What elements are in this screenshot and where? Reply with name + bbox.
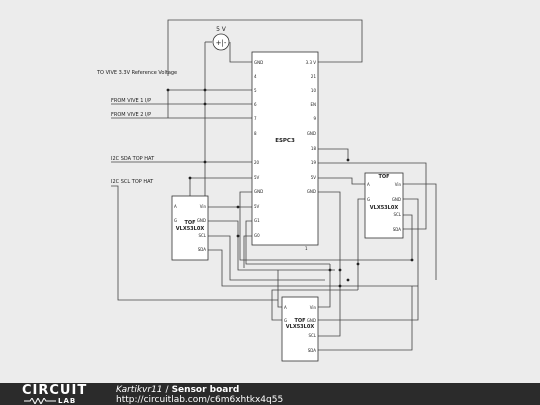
tof-sensor-2[interactable]: TOF VLX53L0X A G Vin GND SCL SDA bbox=[364, 172, 404, 239]
tof1-pin-sda: SDA bbox=[198, 247, 207, 252]
circuit-title-line: Kartikvr11/Sensor board bbox=[116, 385, 239, 395]
circuitlab-logo-sub: LAB bbox=[58, 397, 77, 405]
tof3-pin-gnd: GND bbox=[307, 318, 316, 323]
esp32-pin-right: 19 bbox=[311, 160, 317, 165]
esp32-pin-right: GND bbox=[307, 189, 316, 194]
tof2-pin-gnd: GND bbox=[392, 197, 401, 202]
esp32-right-pins: 3.3 V 21 10 EN 9 GND 18 19 5V GND bbox=[306, 60, 317, 194]
tof2-pin-vin: Vin bbox=[395, 182, 402, 187]
esp32-bottom-mark: 1 bbox=[305, 246, 308, 251]
esp32-pin-left: G1 bbox=[254, 218, 260, 223]
circuit-url-link[interactable]: http://circuitlab.com/c6m6xhtkx4q55 bbox=[116, 395, 284, 405]
esp32-pin-left: 7 bbox=[254, 116, 257, 121]
tof3-pin-sda: SDA bbox=[308, 348, 317, 353]
tof2-pin-sda: SDA bbox=[393, 227, 402, 232]
esp32-pin-left: 4 bbox=[254, 74, 257, 79]
tof1-pin-vin: Vin bbox=[200, 204, 207, 209]
tof2-pin-g: G bbox=[367, 197, 370, 202]
title-separator: / bbox=[165, 385, 169, 395]
net-label-sda: I2C SDA TOP HAT bbox=[111, 156, 155, 162]
voltage-source-label: 5 V bbox=[216, 26, 227, 33]
author-link[interactable]: Kartikvr11 bbox=[116, 385, 163, 395]
tof3-name: TOF bbox=[294, 318, 305, 324]
esp32-pin-left: 5V bbox=[254, 175, 260, 180]
tof-sensor-1[interactable]: TOF VLX53L0X A G Vin GND SCL SDA bbox=[171, 195, 209, 261]
esp32-pin-right: 21 bbox=[311, 74, 317, 79]
esp32-left-pins: GND 4 5 6 7 8 20 5V GND 5V G1 G0 bbox=[254, 60, 263, 238]
tof3-pin-a: A bbox=[284, 305, 287, 310]
esp32-pin-left: 5V bbox=[254, 204, 260, 209]
esp32-name: ESPC3 bbox=[275, 138, 295, 144]
tof1-name: TOF bbox=[184, 220, 195, 226]
esp32-pin-left: 5 bbox=[254, 88, 257, 93]
voltage-source[interactable]: +|- 5 V bbox=[212, 26, 230, 51]
tof1-pin-scl: SCL bbox=[198, 233, 206, 238]
esp32-pin-left: G0 bbox=[254, 233, 260, 238]
tof3-pin-scl: SCL bbox=[308, 333, 316, 338]
footer-bar bbox=[0, 383, 540, 405]
tof1-model: VLX53L0X bbox=[176, 226, 205, 232]
net-labels: TO VIVE 3.3V Reference Voltage FROM VIVE… bbox=[96, 70, 177, 185]
tof3-model: VLX53L0X bbox=[286, 324, 315, 330]
junctions bbox=[166, 88, 414, 288]
circuit-title: Sensor board bbox=[171, 385, 240, 395]
esp32-pin-left: 20 bbox=[254, 160, 260, 165]
esp32-pin-right: 5V bbox=[311, 175, 317, 180]
esp32-pin-right: 9 bbox=[313, 116, 316, 121]
tof3-pin-vin: Vin bbox=[310, 305, 317, 310]
voltage-source-symbol: +|- bbox=[216, 39, 227, 47]
esp32-pin-right: EN bbox=[310, 102, 316, 107]
tof1-pin-g: G bbox=[174, 218, 177, 223]
esp32-pin-left: 8 bbox=[254, 131, 257, 136]
net-label-vive2: FROM VIVE 2 I/P bbox=[111, 112, 151, 118]
tof2-pin-scl: SCL bbox=[393, 212, 401, 217]
esp32-pin-left: 6 bbox=[254, 102, 257, 107]
esp32-chip[interactable]: ESPC3 GND 4 5 6 7 8 20 5V GND 5V G1 G0 3… bbox=[251, 51, 319, 251]
tof-sensor-3[interactable]: TOF VLX53L0X A G Vin GND SCL SDA bbox=[281, 296, 319, 362]
circuitlab-logo-icon bbox=[24, 398, 56, 404]
net-label-vive1: FROM VIVE 1 I/P bbox=[111, 98, 151, 104]
esp32-pin-right: 18 bbox=[311, 146, 317, 151]
tof2-model: VLX53L0X bbox=[370, 205, 399, 211]
tof1-pin-a: A bbox=[174, 204, 177, 209]
esp32-pin-right: 3.3 V bbox=[306, 60, 317, 65]
net-label-vive-ref: TO VIVE 3.3V Reference Voltage bbox=[96, 70, 177, 76]
esp32-pin-left: GND bbox=[254, 60, 263, 65]
esp32-pin-right: GND bbox=[307, 131, 316, 136]
esp32-pin-left: GND bbox=[254, 189, 263, 194]
tof3-pin-g: G bbox=[284, 318, 287, 323]
wires bbox=[111, 19, 437, 351]
net-label-scl: I2C SCL TOP HAT bbox=[111, 179, 154, 185]
esp32-pin-right: 10 bbox=[311, 88, 317, 93]
tof2-name: TOF bbox=[378, 174, 389, 180]
tof1-pin-gnd: GND bbox=[197, 218, 206, 223]
circuitlab-logo-text[interactable]: CIRCUIT bbox=[22, 383, 88, 398]
tof2-pin-a: A bbox=[367, 182, 370, 187]
